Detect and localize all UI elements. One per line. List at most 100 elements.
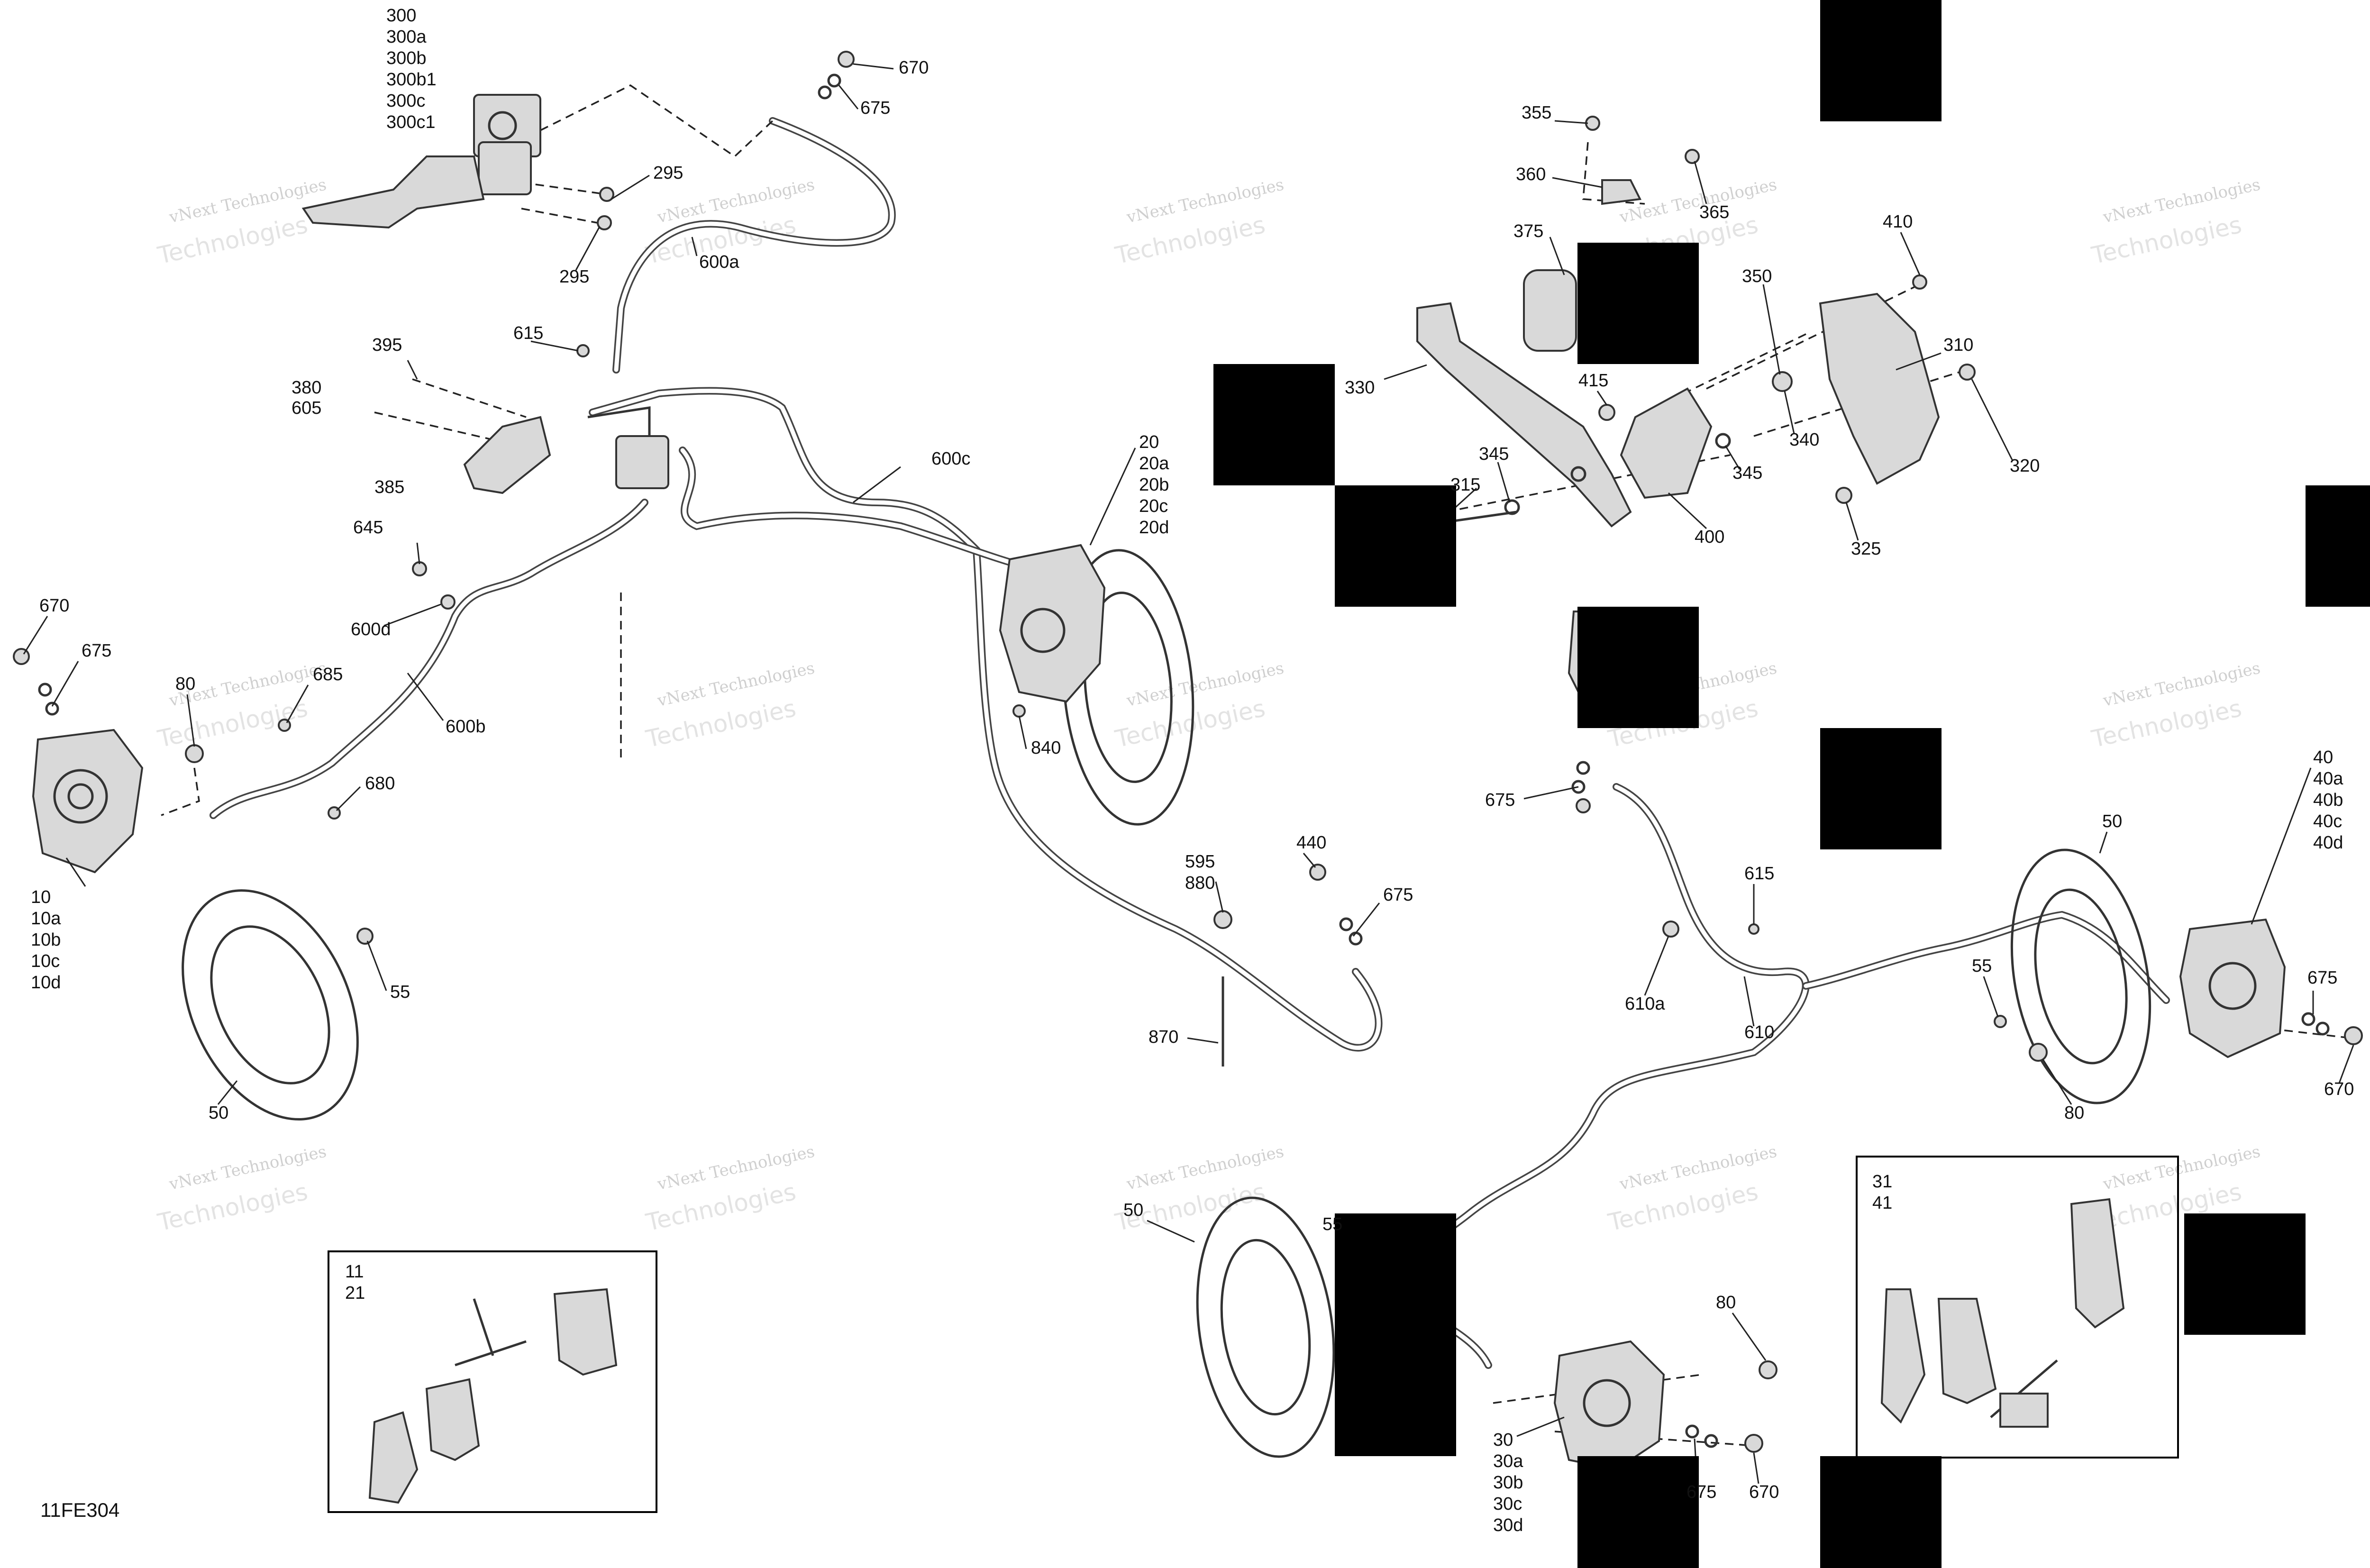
part-label-20c: 20c	[1139, 496, 1168, 516]
part-label-295a: 295	[653, 163, 683, 183]
brake-pedal-assembly	[1416, 179, 1940, 703]
part-label-880: 880	[1185, 873, 1215, 893]
part-label-21: 21	[345, 1283, 365, 1303]
part-label-300c: 300c	[386, 91, 425, 111]
part-label-320: 320	[2010, 456, 2040, 476]
part-label-610a: 610a	[1625, 994, 1665, 1014]
part-label-300b: 300b	[386, 48, 427, 68]
part-label-670b: 670	[39, 596, 69, 616]
drawing-code: 11FE304	[40, 1499, 119, 1521]
part-label-340: 340	[1789, 430, 1819, 450]
part-label-615a: 615	[513, 323, 543, 343]
part-label-345b: 345	[1732, 463, 1762, 483]
caliper-30	[1196, 1196, 1665, 1471]
part-label-410: 410	[1883, 212, 1913, 232]
part-label-670a: 670	[899, 58, 929, 78]
part-label-20d: 20d	[1139, 518, 1169, 538]
master-cylinder	[301, 94, 541, 229]
part-label-615b: 615	[1744, 864, 1774, 884]
part-label-605: 605	[292, 398, 321, 418]
pad-kit-box-31-41	[1856, 1156, 2179, 1459]
part-label-685: 685	[313, 665, 343, 684]
part-label-395: 395	[372, 335, 402, 355]
part-label-400: 400	[1695, 527, 1724, 547]
part-label-365: 365	[1699, 202, 1729, 222]
part-label-10a: 10a	[31, 909, 61, 929]
part-label-41: 41	[1872, 1193, 1892, 1213]
part-label-20: 20	[1139, 432, 1159, 452]
part-label-675b: 675	[82, 641, 111, 661]
part-label-40d: 40d	[2313, 833, 2343, 853]
part-label-10b: 10b	[31, 930, 61, 950]
caliper-40	[2010, 848, 2286, 1104]
part-label-675a: 675	[860, 98, 890, 118]
part-label-380: 380	[292, 378, 321, 398]
caliper-10	[32, 729, 144, 874]
part-label-80a: 80	[175, 674, 195, 694]
caliper-20	[999, 544, 1194, 826]
part-label-50a: 50	[209, 1103, 228, 1123]
part-label-300b1: 300b1	[386, 70, 437, 90]
part-label-40a: 40a	[2313, 769, 2343, 789]
pad-kit-box-11-21	[328, 1250, 657, 1513]
redaction-boxes	[1213, 0, 2370, 1568]
part-label-55a: 55	[390, 982, 410, 1002]
part-label-600b: 600b	[446, 717, 486, 737]
part-label-30: 30	[1493, 1430, 1513, 1450]
part-label-325: 325	[1851, 539, 1881, 559]
part-label-40b: 40b	[2313, 790, 2343, 810]
part-label-670c: 670	[2324, 1079, 2354, 1099]
part-label-50b: 50	[2102, 811, 2122, 831]
leader-lines	[23, 63, 2354, 1484]
part-label-300: 300	[386, 6, 416, 26]
brake-disc-left	[182, 889, 359, 1121]
part-label-300c1: 300c1	[386, 112, 436, 132]
part-label-80b: 80	[2064, 1103, 2084, 1123]
bracket-385	[463, 416, 551, 494]
part-label-345a: 345	[1479, 444, 1509, 464]
part-label-670d: 670	[1749, 1482, 1779, 1502]
part-label-11: 11	[345, 1262, 364, 1282]
part-label-385: 385	[374, 477, 404, 497]
part-label-295b: 295	[559, 267, 589, 287]
part-label-80c: 80	[1716, 1293, 1736, 1313]
part-label-610: 610	[1744, 1022, 1774, 1042]
part-label-840: 840	[1031, 738, 1061, 758]
part-label-675e: 675	[2307, 968, 2337, 988]
part-label-50c: 50	[1123, 1200, 1143, 1220]
part-label-870: 870	[1149, 1027, 1178, 1047]
part-label-30c: 30c	[1493, 1494, 1522, 1514]
part-label-55b: 55	[1972, 956, 1992, 976]
part-label-10: 10	[31, 887, 51, 907]
part-label-675d: 675	[1485, 790, 1515, 810]
part-label-415: 415	[1578, 371, 1608, 391]
part-label-20b: 20b	[1139, 475, 1169, 495]
part-label-330: 330	[1345, 378, 1375, 398]
part-label-31: 31	[1872, 1172, 1892, 1192]
junction-block	[587, 406, 669, 489]
part-label-10d: 10d	[31, 973, 61, 993]
part-label-30a: 30a	[1493, 1451, 1523, 1471]
part-label-30b: 30b	[1493, 1473, 1523, 1493]
part-label-600c: 600c	[931, 449, 970, 469]
part-label-440: 440	[1296, 833, 1326, 853]
part-label-40: 40	[2313, 748, 2333, 767]
part-label-350: 350	[1742, 266, 1772, 286]
part-label-315: 315	[1450, 475, 1480, 495]
part-label-300a: 300a	[386, 27, 427, 47]
part-label-310: 310	[1943, 335, 1973, 355]
part-label-675f: 675	[1686, 1482, 1716, 1502]
part-label-600a: 600a	[699, 252, 739, 272]
part-label-645: 645	[353, 518, 383, 538]
part-label-355: 355	[1522, 103, 1551, 123]
part-label-55c: 55	[1322, 1214, 1342, 1234]
part-label-595: 595	[1185, 852, 1215, 872]
part-label-360: 360	[1516, 164, 1546, 184]
part-label-30d: 30d	[1493, 1515, 1523, 1535]
part-label-375: 375	[1513, 221, 1543, 241]
part-label-20a: 20a	[1139, 454, 1169, 474]
part-label-40c: 40c	[2313, 811, 2342, 831]
part-label-680: 680	[365, 774, 395, 793]
